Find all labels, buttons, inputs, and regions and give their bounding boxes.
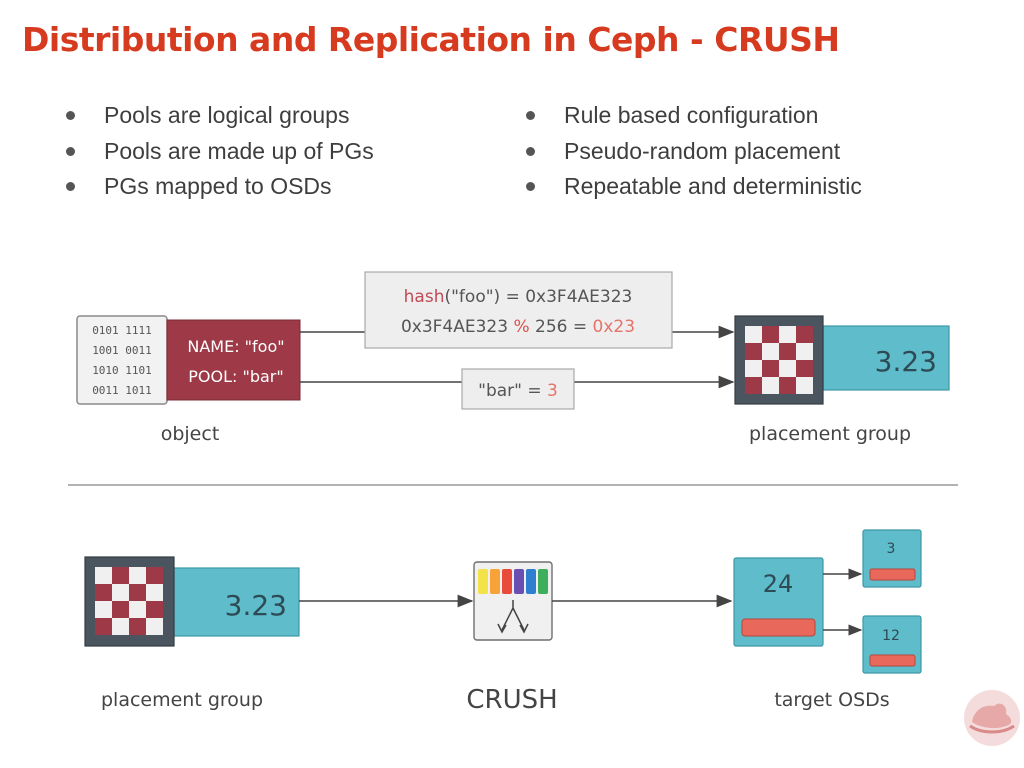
pg-label-block (171, 567, 300, 637)
bullet-item: Repeatable and deterministic (522, 171, 862, 207)
target-osds-caption: target OSDs (774, 689, 889, 711)
crush-rainbow-bars (478, 569, 548, 594)
modulo-result: 0x23 (593, 317, 636, 337)
pg-label: 3.23 (225, 589, 287, 622)
object-bits-line: 1001 0011 (92, 344, 152, 357)
svg-text:0x3F4AE323 % 256 =: 0x3F4AE323 % 256 = 0x23 (401, 317, 635, 337)
hash-function: hash (404, 287, 445, 307)
svg-text:hash("foo") = 0x3F4AE323: hash("foo") = 0x3F4AE323 (404, 287, 633, 307)
pg-label: 3.23 (875, 345, 937, 378)
crush-split-arrow-icon (501, 600, 525, 631)
object-meta-block (166, 319, 301, 401)
hash-call: ("foo") = 0x3F4AE323 (444, 287, 632, 307)
red-hat-logo-icon (964, 690, 1020, 746)
osd-primary-id: 24 (763, 570, 794, 598)
pool-id-lhs: "bar" = (478, 381, 541, 401)
placement-group-bottom: 3.23 placement group (84, 556, 300, 711)
bullet-list-right: Rule based configuration Pseudo-random p… (522, 100, 862, 207)
placement-group-top: 3.23 placement group (734, 315, 950, 445)
hash-value: 0x3F4AE323 (401, 317, 508, 337)
osd-primary: 24 (733, 557, 824, 647)
target-osds: 24 3 12 target OSDs (733, 529, 922, 711)
object-pool-line: POOL: "bar" (188, 367, 283, 386)
bullet-item: Pools are made up of PGs (62, 136, 374, 172)
pg-caption: placement group (749, 423, 911, 445)
slide-title: Distribution and Replication in Ceph - C… (22, 20, 840, 59)
osd-primary-bar (741, 618, 816, 637)
object-caption: object (161, 423, 220, 445)
osd-replica-b-bar (869, 654, 916, 667)
bullet-list-left: Pools are logical groups Pools are made … (62, 100, 374, 207)
object-name-line: NAME: "foo" (187, 337, 284, 356)
modulo-rest: 256 = (535, 317, 587, 337)
pg-label-block (822, 325, 950, 391)
osd-replica-b: 12 (862, 615, 922, 674)
crush-block: CRUSH (466, 561, 558, 715)
object-bits-line: 0101 1111 (92, 324, 152, 337)
pg-checker-grid (95, 567, 163, 635)
osd-replica-a-id: 3 (887, 541, 896, 557)
object: 0101 1111 1001 0011 1010 1101 0011 1011 … (76, 315, 301, 445)
hash-box: hash("foo") = 0x3F4AE323 0x3F4AE323 % 25… (364, 271, 673, 349)
crush-caption: CRUSH (466, 685, 557, 715)
osd-replica-a: 3 (862, 529, 922, 588)
svg-text:"bar" = 3: "bar" = 3 (478, 381, 558, 401)
pg-caption: placement group (101, 689, 263, 711)
pg-checker-grid (745, 326, 813, 394)
modulo-operator: % (513, 317, 529, 337)
bullet-item: PGs mapped to OSDs (62, 171, 374, 207)
pool-id-box: "bar" = 3 (461, 368, 575, 410)
osd-replica-b-id: 12 (882, 628, 900, 644)
bullet-item: Rule based configuration (522, 100, 862, 136)
object-bits-line: 1010 1101 (92, 364, 152, 377)
osd-replica-a-bar (869, 568, 916, 581)
bullet-item: Pools are logical groups (62, 100, 374, 136)
bullet-item: Pseudo-random placement (522, 136, 862, 172)
object-bits-line: 0011 1011 (92, 384, 152, 397)
pool-id-rhs: 3 (547, 381, 558, 401)
